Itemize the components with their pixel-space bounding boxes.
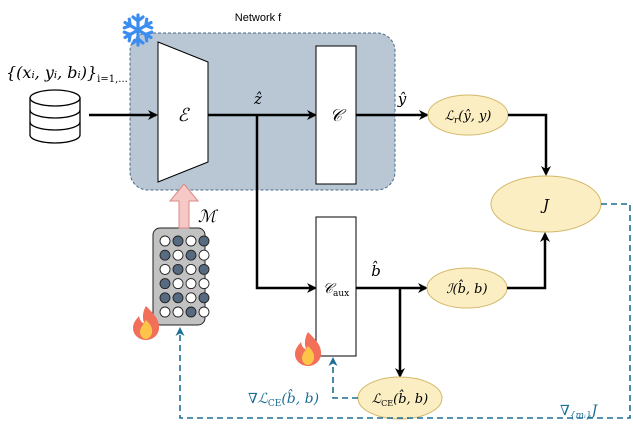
mask-matrix-dots <box>159 235 210 318</box>
mask-label: ℳ <box>198 207 219 227</box>
mask-dot-inactive <box>172 249 184 261</box>
flame-icon <box>133 306 160 340</box>
mask-dot-active <box>172 263 184 275</box>
mask-dot-inactive <box>198 306 210 318</box>
snowflake-icon <box>120 13 156 47</box>
mask-dot-inactive <box>198 278 210 290</box>
mask-dot-inactive <box>172 278 184 290</box>
database-icon <box>29 89 81 144</box>
mask-dot-inactive <box>185 292 197 304</box>
dataset-label: {(xᵢ, yᵢ, bᵢ)}i=1,... <box>6 63 128 85</box>
arrow-mutual-info-to-j <box>507 232 550 290</box>
flame-icon <box>295 332 322 366</box>
mask-dot-inactive <box>185 263 197 275</box>
gradient-ce-to-aux-path <box>328 357 358 399</box>
arrow-z-to-aux-classifier <box>255 115 317 293</box>
y-hat-label: ŷ <box>397 90 407 108</box>
mask-dot-active <box>159 278 171 290</box>
mask-dot-active <box>159 292 171 304</box>
arrow-loss-r-to-j <box>508 113 551 176</box>
mask-dot-inactive <box>159 306 171 318</box>
mask-dot-inactive <box>185 278 197 290</box>
mask-dot-active <box>172 292 184 304</box>
mutual-info-label: ℐ(b̂, b) <box>446 279 487 297</box>
mask-dot-inactive <box>172 306 184 318</box>
gradient-j-label: ∇{mᵢ}J <box>560 403 599 421</box>
network-f-title: Network f <box>235 12 282 24</box>
z-hat-label: ẑ <box>253 90 262 108</box>
aux-classifier-block <box>315 216 357 357</box>
encoder-label: ℰ <box>178 105 191 126</box>
mask-dot-active <box>159 249 171 261</box>
mask-to-encoder-arrow <box>168 183 200 229</box>
gradient-ce-label: ∇ℒCE(b̂, b) <box>248 388 319 409</box>
mask-dot-inactive <box>159 235 171 247</box>
mask-dot-active <box>185 249 197 261</box>
loss-ce-label: ℒCE(b̂, b) <box>372 389 428 408</box>
gradient-j-to-mask-path <box>175 203 631 419</box>
encoder-block <box>157 41 209 183</box>
mask-dot-active <box>198 235 210 247</box>
mask-dot-active <box>198 292 210 304</box>
mask-dot-inactive <box>198 249 210 261</box>
mask-dot-inactive <box>159 263 171 275</box>
b-hat-label: b̂ <box>371 261 381 280</box>
mask-dot-inactive <box>185 235 197 247</box>
mask-dot-active <box>198 263 210 275</box>
mask-dot-active <box>185 306 197 318</box>
classifier-block <box>315 45 357 185</box>
objective-j-label: J <box>540 196 550 214</box>
mask-dot-active <box>172 235 184 247</box>
loss-r-label: ℒr(ŷ, y) <box>445 109 492 126</box>
